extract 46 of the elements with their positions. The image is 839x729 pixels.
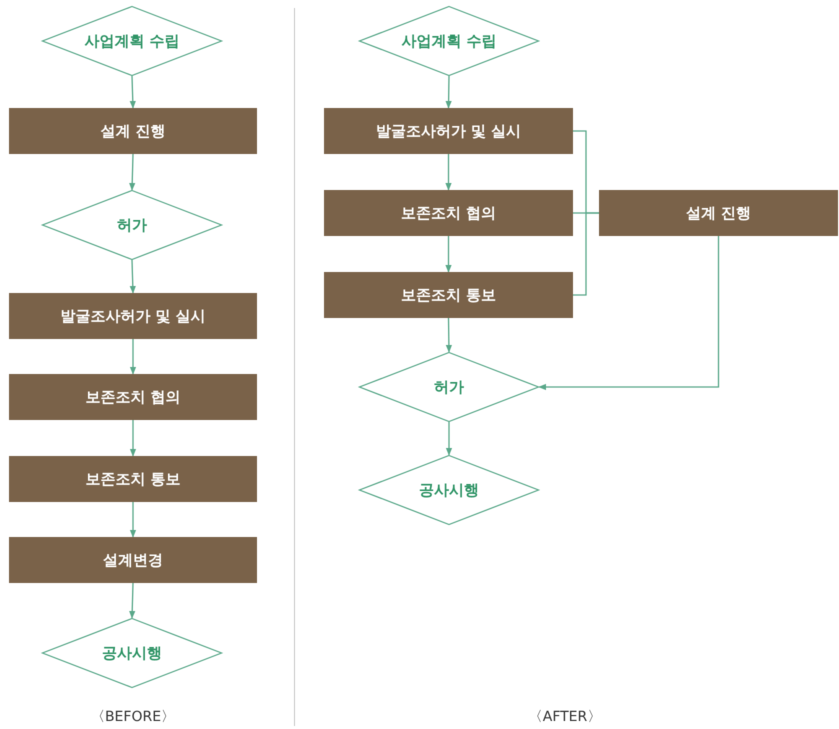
node-label: 허가: [434, 378, 464, 396]
node-label: 설계 진행: [686, 204, 752, 222]
node-label: 설계 진행: [100, 122, 166, 140]
arrow: [129, 582, 136, 619]
node-label: 발굴조사허가 및 실시: [60, 306, 206, 326]
arrow: [130, 502, 136, 538]
process-box: [9, 108, 257, 154]
process-box: [9, 293, 257, 339]
arrow: [445, 236, 452, 273]
column-caption: 〈AFTER〉: [528, 708, 602, 726]
arrow: [130, 339, 136, 375]
node-label: 설계변경: [103, 550, 163, 570]
column-caption: 〈BEFORE〉: [90, 708, 176, 726]
node-label: 보존조치 협의: [400, 204, 496, 222]
decision-diamond: [359, 455, 539, 525]
decision-diamond: [42, 618, 222, 688]
decision-diamond: [42, 190, 222, 260]
arrow: [446, 318, 452, 353]
node-label: 사업계획 수립: [84, 32, 180, 50]
decision-diamond: [42, 6, 222, 76]
process-box: [9, 537, 257, 583]
arrow: [130, 260, 136, 294]
node-label: 보존조치 통보: [85, 470, 181, 488]
node-label: 허가: [117, 216, 147, 234]
process-box: [599, 190, 838, 236]
connector-line: [573, 212, 599, 296]
node-label: 발굴조사허가 및 실시: [376, 122, 522, 140]
decision-diamond: [359, 352, 539, 422]
arrow: [446, 76, 452, 109]
decision-diamond: [359, 6, 539, 76]
process-box: [324, 190, 573, 236]
process-box: [324, 108, 573, 154]
arrow: [446, 422, 452, 456]
arrow: [130, 76, 136, 109]
arrow: [130, 420, 136, 457]
arrow: [129, 154, 136, 191]
node-label: 사업계획 수립: [401, 32, 497, 50]
process-box: [9, 374, 257, 420]
node-label: 보존조치 협의: [85, 388, 181, 406]
process-box: [9, 456, 257, 502]
node-label: 공사시행: [419, 480, 479, 500]
arrow: [538, 236, 720, 390]
process-box: [324, 272, 573, 318]
node-label: 보존조치 통보: [400, 286, 496, 304]
node-label: 공사시행: [102, 644, 162, 662]
arrow: [445, 154, 452, 191]
